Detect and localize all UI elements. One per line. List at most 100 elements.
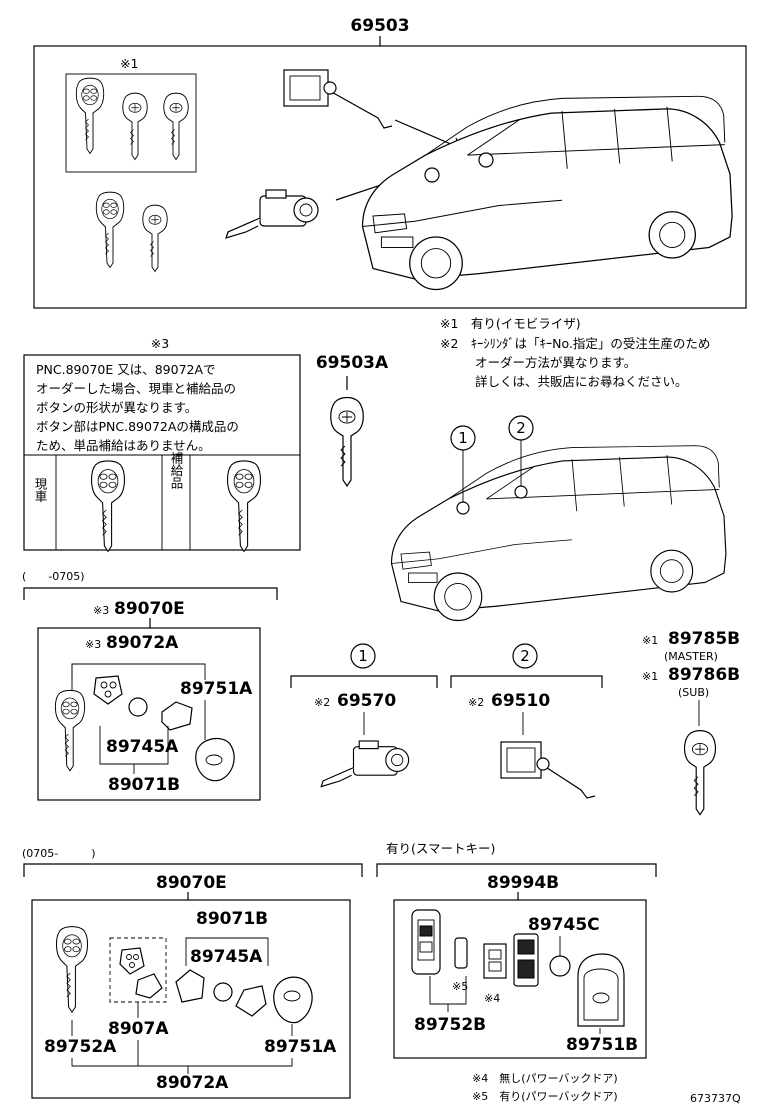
- lock-position-marker: [478, 152, 494, 168]
- old-date-range: ( -0705): [22, 570, 85, 583]
- note-2-line-1: ※2 ｷｰｼﾘﾝﾀﾞは「ｷｰNo.指定」の受注生産のため: [440, 336, 710, 351]
- remote-key-icon: [54, 689, 86, 772]
- smart-group-box: [393, 899, 647, 1059]
- supply-remote-key-icon: [227, 460, 261, 552]
- button-detail: [488, 961, 502, 972]
- top-section-frame: [33, 45, 747, 309]
- master-note: (MASTER): [664, 650, 718, 663]
- plain-key-icon: [142, 204, 168, 272]
- part-89070E-new: 89070E: [156, 873, 227, 893]
- mark-4: ※4: [484, 992, 500, 1005]
- battery-icon: [128, 697, 148, 717]
- new-date-range: (0705- ): [22, 847, 96, 860]
- lock-position-marker: [424, 167, 440, 183]
- part-89752A-new: 89752A: [44, 1037, 117, 1057]
- part-8907A-new: 8907A: [108, 1019, 169, 1039]
- part-89785B-label: 89785B: [668, 629, 740, 649]
- old-bracket: [23, 587, 278, 600]
- callout-2-cylinder-label: 2: [520, 647, 530, 665]
- diagram-code: 673737Q: [690, 1092, 741, 1105]
- col-supply-part: 補給品: [169, 451, 184, 489]
- bracket-line: [185, 937, 269, 966]
- callout-2-label: 2: [516, 419, 526, 437]
- smart-key-body-icon: [411, 909, 441, 975]
- backdoor-cylinder-icon: [283, 69, 393, 129]
- ignition-cylinder-icon: [225, 189, 319, 239]
- master-key-icon: [683, 730, 717, 816]
- remote-key-icon: [95, 191, 125, 268]
- sub-mark-2: ※1: [642, 670, 658, 683]
- cylinder-1-mark: ※2: [314, 696, 330, 709]
- part-89745A-new: 89745A: [190, 947, 263, 967]
- smart-bracket: [376, 863, 657, 877]
- vehicle-illustration: [361, 95, 733, 291]
- part-89745A-old: 89745A: [106, 737, 179, 757]
- part-89751B-label: 89751B: [566, 1035, 638, 1055]
- part-89994B-label: 89994B: [487, 873, 559, 893]
- ignition-cylinder-icon: [320, 740, 410, 788]
- part-89752B-label: 89752B: [414, 1015, 486, 1035]
- button-pad-icon: [93, 675, 123, 705]
- part-69503A-label: 69503A: [316, 353, 389, 373]
- part-89751A-new: 89751A: [264, 1037, 337, 1057]
- part-89070E-old: 89070E: [114, 599, 185, 619]
- vehicle-illustration-2: [390, 445, 727, 622]
- case-icon: [161, 701, 193, 731]
- part-89751A-old: 89751A: [180, 679, 253, 699]
- note-2-line-3: 詳しくは、共販店にお尋ねください。: [475, 374, 688, 389]
- note-2-line-2: オーダー方法が異なります。: [475, 355, 636, 370]
- group-mark: ※3: [93, 604, 109, 617]
- callout-2-cylinder: [512, 643, 538, 669]
- backdoor-cylinder-icon-2: [500, 741, 596, 799]
- part-69510-label: 69510: [491, 691, 550, 711]
- note-1: ※1 有り(イモビライザ): [440, 316, 581, 331]
- note-3-line-3: ボタンの形状が異なります。: [36, 400, 197, 415]
- case-icon: [235, 985, 267, 1017]
- part-89071B-old: 89071B: [108, 775, 180, 795]
- callout-1-label: 1: [458, 429, 468, 447]
- col-actual-vehicle: 現車: [33, 478, 48, 504]
- button-pad-icon: [119, 947, 145, 975]
- footer-note-5: ※5 有り(パワーバックドア): [472, 1089, 618, 1103]
- remote-key-icon: [55, 926, 89, 1013]
- button-icon: [483, 943, 507, 979]
- master-mark: ※1: [642, 634, 658, 647]
- plain-key-icon: [122, 92, 148, 160]
- footer-note-4: ※4 無し(パワーバックドア): [472, 1071, 618, 1085]
- sub-mark: ※3: [85, 638, 101, 651]
- mark-5: ※5: [452, 980, 468, 993]
- sub-note: (SUB): [678, 686, 709, 699]
- spacer-icon: [454, 937, 468, 969]
- battery-icon: [213, 982, 233, 1002]
- bracket-line: [71, 1058, 293, 1067]
- remote-key-icon: [75, 77, 105, 154]
- part-89072A-old: 89072A: [106, 633, 179, 653]
- lock-position-marker: [456, 501, 470, 515]
- bracket-line: [71, 663, 206, 680]
- key-cover-icon: [273, 976, 313, 1024]
- lock-position-marker: [514, 485, 528, 499]
- part-89071B-new: 89071B: [196, 909, 268, 929]
- note-3-line-4: ボタン部はPNC.89072Aの構成品の: [36, 419, 239, 434]
- callout-1-cylinder: [350, 643, 376, 669]
- immobilizer-mark: ※1: [120, 56, 138, 71]
- callout-1-cylinder-label: 1: [358, 647, 368, 665]
- new-bracket: [23, 863, 363, 877]
- key-cover-icon: [195, 737, 235, 782]
- part-89786B-label: 89786B: [668, 665, 740, 685]
- battery-icon: [549, 955, 571, 977]
- smart-key-cover-icon: [577, 953, 625, 1027]
- bracket-line: [290, 675, 438, 688]
- new-group-box: [31, 899, 351, 1099]
- case-icon: [175, 969, 205, 1003]
- bracket-line: [450, 675, 603, 688]
- button-detail: [488, 949, 502, 960]
- note-3-line-1: PNC.89070E 又は、89072Aで: [36, 362, 216, 377]
- part-89072A-new: 89072A: [156, 1073, 229, 1093]
- note-3-mark: ※3: [151, 336, 169, 351]
- part-69503-label: 69503: [350, 16, 409, 36]
- actual-remote-key-icon: [91, 460, 125, 552]
- old-group-box: [37, 627, 261, 801]
- circuit-board-icon: [513, 933, 539, 987]
